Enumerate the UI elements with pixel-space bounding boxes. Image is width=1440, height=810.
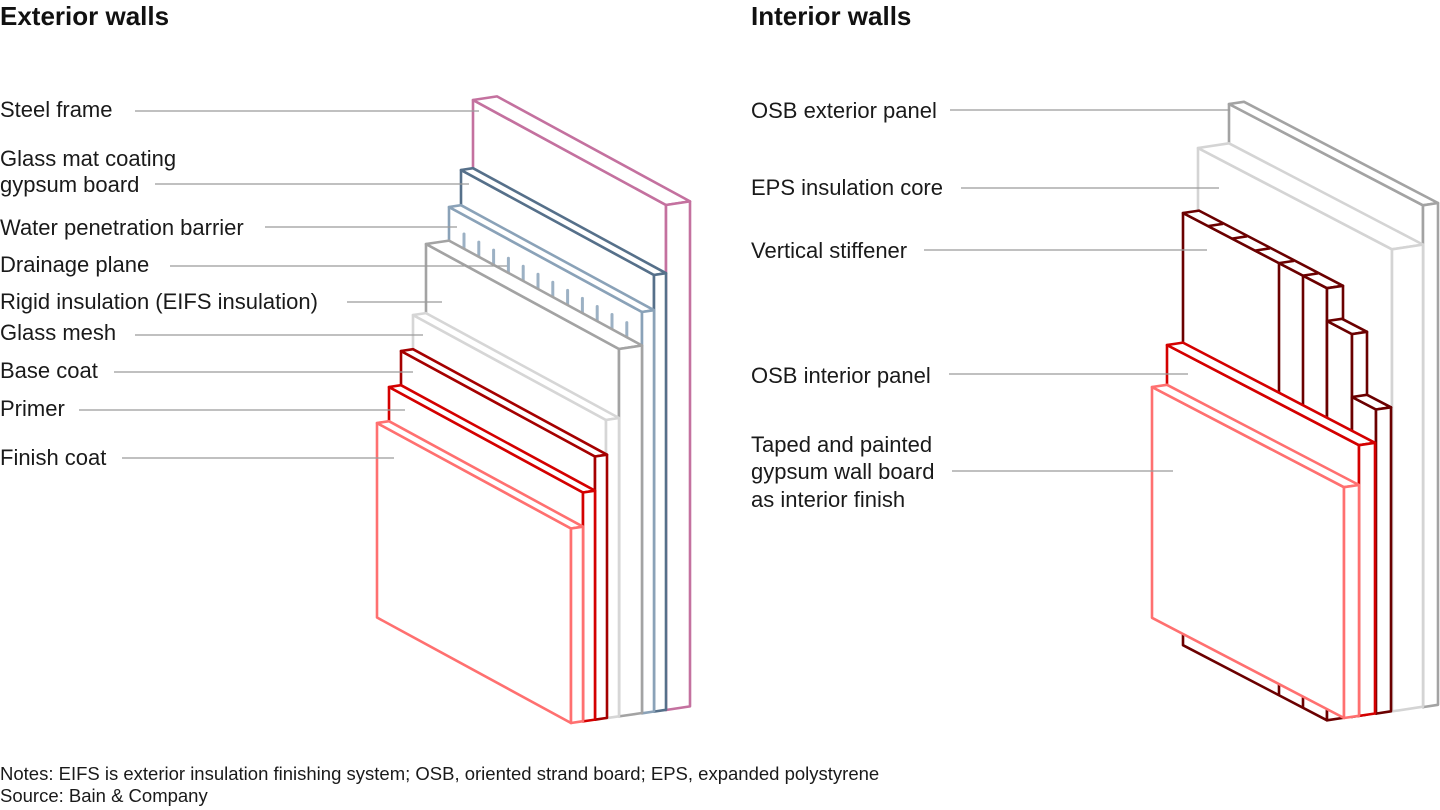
layer-eps-insulation-core-side-face: [1390, 243, 1425, 713]
layer-rigid-insulation-side-face: [617, 344, 644, 718]
label-osb-exterior-panel: OSB exterior panel: [751, 98, 937, 123]
layer-water-penetration-barrier-side-face: [640, 308, 656, 715]
layer-finish-coat-side-face: [569, 525, 585, 725]
label-vertical-stiffener: Vertical stiffener: [751, 238, 907, 263]
layer-finish-coat: [375, 419, 585, 725]
layer-primer-side-face: [581, 489, 597, 723]
label-water-penetration-barrier: Water penetration barrier: [0, 215, 244, 240]
exterior-labels: Steel frame Glass mat coating gypsum boa…: [0, 97, 318, 470]
stiffener-block-3-side-face: [1374, 405, 1393, 715]
label-rigid-insulation: Rigid insulation (EIFS insulation): [0, 289, 318, 314]
label-finish-coat: Finish coat: [0, 445, 106, 470]
label-base-coat: Base coat: [0, 358, 98, 383]
interior-walls-section: Interior walls OSB exterior panel EPS in…: [751, 1, 1440, 722]
label-glass-mesh: Glass mesh: [0, 320, 116, 345]
label-gypsum-line-3: as interior finish: [751, 487, 905, 512]
label-drainage-plane: Drainage plane: [0, 252, 149, 277]
exterior-walls-section: Exterior walls Steel frame Glass mat coa…: [0, 1, 692, 725]
label-steel-frame: Steel frame: [0, 97, 113, 122]
layer-osb-exterior-panel-side-face: [1421, 201, 1440, 709]
layer-gypsum-wall-board-side-face: [1342, 483, 1361, 720]
interior-leader-lines: [924, 109, 1230, 472]
notes-text: Notes: EIFS is exterior insulation finis…: [0, 763, 879, 784]
stiffener-divider: [1278, 259, 1295, 265]
interior-wall-drawing: [1150, 100, 1440, 722]
stiffener-divider: [1231, 235, 1248, 240]
layer-osb-interior-panel-side-face: [1357, 441, 1377, 718]
exterior-leader-lines: [79, 110, 507, 459]
label-primer: Primer: [0, 396, 65, 421]
label-gypsum-line-2: gypsum wall board: [751, 459, 934, 484]
layer-gypsum-wall-board: [1150, 383, 1361, 720]
layer-glass-mat-gypsum-board-side-face: [652, 271, 668, 713]
exterior-wall-drawing: [375, 95, 692, 725]
label-glass-mat-line-1: Glass mat coating: [0, 146, 176, 171]
label-osb-interior-panel: OSB interior panel: [751, 363, 931, 388]
stiffener-divider: [1254, 247, 1271, 252]
label-glass-mat-line-2: gypsum board: [0, 172, 139, 197]
layer-base-coat-side-face: [593, 453, 609, 722]
stiffener-divider: [1302, 272, 1319, 277]
stiffener-divider: [1207, 222, 1224, 228]
source-text: Source: Bain & Company: [0, 785, 208, 806]
interior-walls-title: Interior walls: [751, 1, 911, 31]
label-gypsum-line-1: Taped and painted: [751, 432, 932, 457]
label-eps-insulation-core: EPS insulation core: [751, 175, 943, 200]
exterior-walls-title: Exterior walls: [0, 1, 169, 31]
footer: Notes: EIFS is exterior insulation finis…: [0, 763, 879, 806]
layer-steel-frame-side-face: [664, 200, 692, 712]
interior-labels: OSB exterior panel EPS insulation core V…: [751, 98, 943, 512]
